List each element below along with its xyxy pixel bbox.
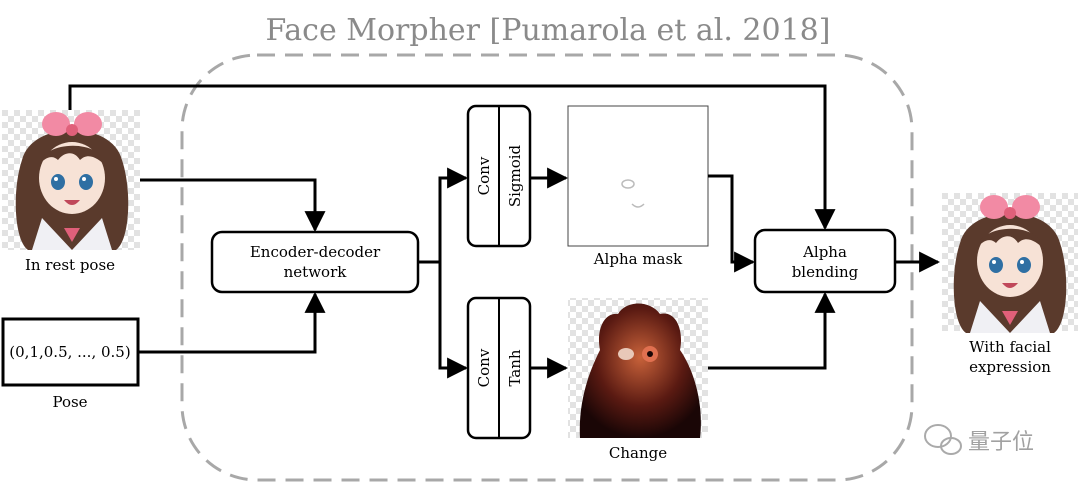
conv-tanh-right: Tanh xyxy=(506,349,524,386)
watermark: 量子位 xyxy=(924,424,1034,455)
pose-to-encoder-arrow xyxy=(138,291,326,354)
connectors xyxy=(68,84,941,379)
conv-sigmoid-right: Sigmoid xyxy=(506,144,524,207)
rest-pose-image xyxy=(2,110,140,250)
pose-label: Pose xyxy=(52,393,87,411)
diagram-title: Face Morpher [Pumarola et al. 2018] xyxy=(266,13,831,48)
conv-sigmoid-left: Conv xyxy=(475,156,493,195)
conv-tanh-left: Conv xyxy=(475,348,493,387)
conv-sigmoid-block: Conv Sigmoid xyxy=(466,104,532,248)
encoder-decoder-line1: Encoder-decoder xyxy=(250,243,381,261)
wechat-icon xyxy=(924,424,962,455)
alpha-blending-box xyxy=(753,228,897,294)
encoder-to-sigmoid-arrow xyxy=(438,167,469,262)
alpha-mask-image xyxy=(567,105,709,247)
change-label: Change xyxy=(609,444,667,462)
pose-vector-text: (0,1,0.5, ..., 0.5) xyxy=(9,343,130,361)
encoder-decoder-line2: network xyxy=(284,263,348,281)
output-image xyxy=(942,193,1078,333)
conv-tanh-block: Conv Tanh xyxy=(466,296,532,440)
alpha-blending-line1: Alpha xyxy=(802,243,847,261)
change-to-blending-arrow xyxy=(708,291,836,370)
rest-pose-label: In rest pose xyxy=(25,256,115,274)
face-morpher-container xyxy=(180,53,914,482)
output-label-line1: With facial xyxy=(969,338,1051,356)
watermark-text: 量子位 xyxy=(968,429,1034,454)
rest-pose-to-encoder-arrow xyxy=(140,178,326,233)
encoder-to-tanh-arrow xyxy=(438,262,469,379)
mask-to-blending-arrow xyxy=(708,174,756,273)
change-image xyxy=(568,298,708,438)
skip-connection-arrow xyxy=(68,84,836,231)
alpha-mask-label: Alpha mask xyxy=(593,250,683,268)
output-label-line2: expression xyxy=(969,358,1051,376)
alpha-blending-line2: blending xyxy=(792,263,859,281)
pose-vector-box xyxy=(1,317,140,387)
encoder-decoder-box xyxy=(210,230,420,294)
